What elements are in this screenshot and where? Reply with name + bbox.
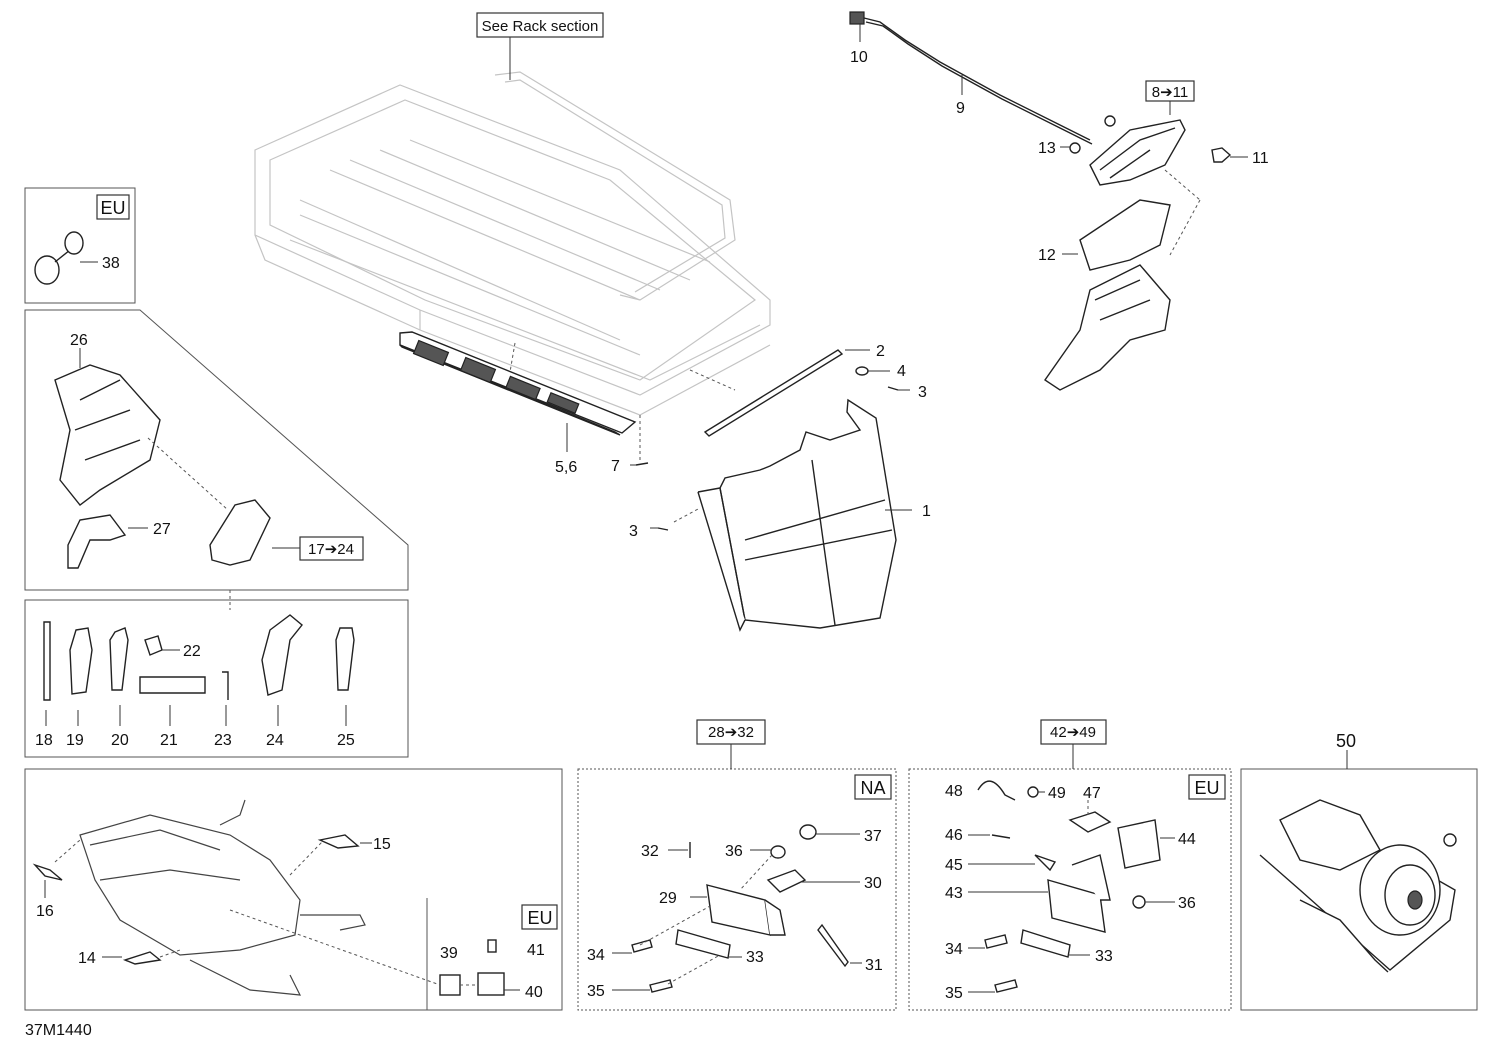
callout-15: 15 bbox=[373, 836, 391, 853]
taillight-lens-part: 8➔11 bbox=[1060, 80, 1248, 256]
callout-3-upper: 3 bbox=[918, 384, 927, 401]
callout-23: 23 bbox=[214, 732, 232, 749]
callout-19: 19 bbox=[66, 732, 84, 749]
winch-panel bbox=[1240, 750, 1478, 1011]
range-28-32-tag: 28➔32 bbox=[708, 724, 754, 741]
callout-29: 29 bbox=[659, 890, 677, 907]
eu-tag-reflector: EU bbox=[527, 908, 552, 928]
figure-code: 37M1440 bbox=[25, 1022, 92, 1039]
callout-41: 41 bbox=[527, 942, 545, 959]
mud-flap-part bbox=[697, 398, 897, 632]
callout-14: 14 bbox=[78, 950, 96, 967]
callout-36-eu: 36 bbox=[1178, 895, 1196, 912]
callout-18: 18 bbox=[35, 732, 53, 749]
eu-plate-bracket-panel: 42➔49 EU bbox=[908, 719, 1232, 1011]
rail-bracket-part bbox=[399, 331, 637, 436]
callout-2: 2 bbox=[876, 343, 885, 360]
callout-5-6: 5,6 bbox=[555, 459, 577, 476]
rack-assembly-ghost bbox=[254, 71, 771, 416]
callout-46: 46 bbox=[945, 827, 963, 844]
range-17-24-tag: 17➔24 bbox=[308, 541, 354, 558]
callout-32: 32 bbox=[641, 843, 659, 860]
callout-34-eu: 34 bbox=[945, 941, 963, 958]
harness-part-9-10 bbox=[849, 11, 1093, 145]
callout-4: 4 bbox=[897, 363, 906, 380]
callout-25: 25 bbox=[337, 732, 355, 749]
callout-11: 11 bbox=[1252, 150, 1269, 167]
range-42-49-tag: 42➔49 bbox=[1050, 724, 1096, 741]
callout-34-na: 34 bbox=[587, 947, 605, 964]
callout-33-eu: 33 bbox=[1095, 948, 1113, 965]
eu-tag-mirror: EU bbox=[100, 198, 125, 218]
eu-tag-plate: EU bbox=[1194, 778, 1219, 798]
callout-47: 47 bbox=[1083, 785, 1101, 802]
callout-13: 13 bbox=[1038, 140, 1056, 157]
callout-20: 20 bbox=[111, 732, 129, 749]
callout-24: 24 bbox=[266, 732, 284, 749]
callout-9: 9 bbox=[956, 100, 965, 117]
callout-22: 22 bbox=[183, 643, 201, 660]
callout-48: 48 bbox=[945, 783, 963, 800]
callout-38: 38 bbox=[102, 255, 120, 272]
callout-49: 49 bbox=[1048, 785, 1066, 802]
callout-3-lower: 3 bbox=[629, 523, 638, 540]
tool-bag-panel: 17➔24 bbox=[24, 309, 409, 610]
callout-35-eu: 35 bbox=[945, 985, 963, 1002]
range-8-11-tag: 8➔11 bbox=[1152, 84, 1188, 101]
see-rack-section-label: See Rack section bbox=[482, 18, 599, 35]
callout-43: 43 bbox=[945, 885, 963, 902]
tool-kit-panel bbox=[24, 599, 409, 758]
callout-35-na: 35 bbox=[587, 983, 605, 1000]
callout-27: 27 bbox=[153, 521, 171, 538]
callout-40: 40 bbox=[525, 984, 543, 1001]
callout-1: 1 bbox=[922, 503, 931, 520]
callout-26: 26 bbox=[70, 332, 88, 349]
callout-21: 21 bbox=[160, 732, 178, 749]
callout-37: 37 bbox=[864, 828, 882, 845]
callout-33-na: 33 bbox=[746, 949, 764, 966]
na-plate-bracket-panel: 28➔32 NA bbox=[577, 719, 897, 1011]
callout-12: 12 bbox=[1038, 247, 1056, 264]
callout-16: 16 bbox=[36, 903, 54, 920]
taillight-housing-part-12 bbox=[1044, 199, 1171, 391]
leaders-center bbox=[509, 342, 912, 529]
callout-39: 39 bbox=[440, 945, 458, 962]
callout-7: 7 bbox=[611, 458, 620, 475]
see-rack-section-tag: See Rack section bbox=[476, 12, 604, 80]
callout-36-na: 36 bbox=[725, 843, 743, 860]
strip-part-2 bbox=[703, 349, 870, 437]
na-tag: NA bbox=[860, 778, 885, 798]
callout-31: 31 bbox=[865, 957, 883, 974]
eu-mirror-panel: EU bbox=[24, 187, 136, 304]
callout-44: 44 bbox=[1178, 831, 1196, 848]
callout-10: 10 bbox=[850, 49, 868, 66]
callout-50: 50 bbox=[1336, 731, 1356, 751]
callout-45: 45 bbox=[945, 857, 963, 874]
snowmobile-reflector-panel: EU bbox=[24, 768, 563, 1011]
callout-30: 30 bbox=[864, 875, 882, 892]
